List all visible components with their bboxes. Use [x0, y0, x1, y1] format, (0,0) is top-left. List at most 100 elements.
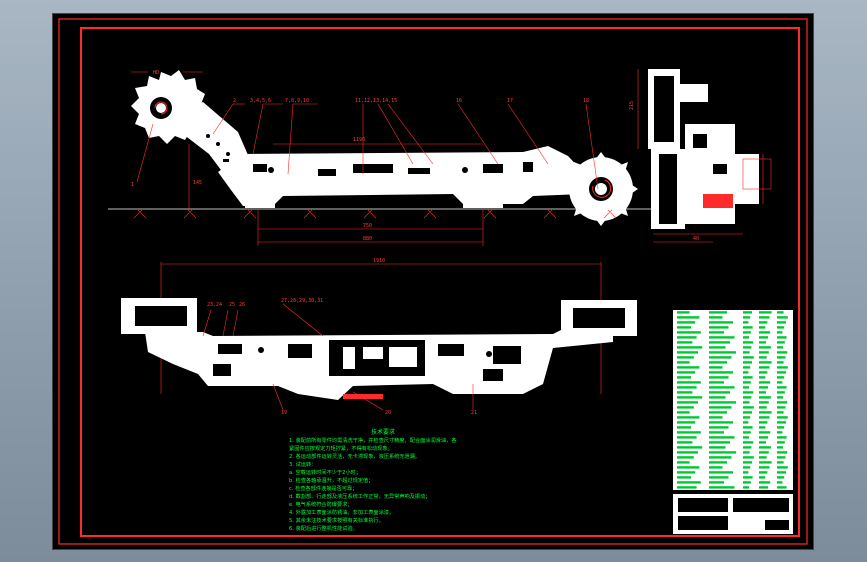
side-view: 2 3,4,5,6 7,8,9,10 11,12,13,14,15 16 17 …	[108, 70, 713, 246]
parts-list-cell	[759, 351, 769, 354]
parts-list-cell	[677, 416, 700, 419]
parts-list-cell	[759, 441, 766, 444]
parts-list-cell	[743, 481, 751, 484]
parts-list-cell	[759, 416, 770, 419]
parts-list-cell	[677, 406, 694, 409]
parts-list-cell	[743, 436, 749, 439]
parts-list-cell	[677, 401, 698, 404]
parts-list-cell	[777, 476, 785, 479]
label-2: 2	[233, 98, 236, 104]
drawing-sheet: 2 3,4,5,6 7,8,9,10 11,12,13,14,15 16 17 …	[53, 14, 813, 549]
parts-list-cell	[677, 351, 698, 354]
parts-list-cell	[677, 316, 700, 319]
parts-list-cell	[777, 331, 783, 334]
parts-list-cell	[777, 466, 788, 469]
parts-list-cell	[759, 446, 771, 449]
parts-list-cell	[709, 461, 727, 464]
parts-list-cell	[759, 321, 768, 324]
parts-list-cell	[777, 406, 786, 409]
plan-view: 1910	[121, 258, 637, 416]
dim-hd: HD	[153, 70, 159, 76]
parts-list-cell	[759, 371, 768, 374]
parts-list-cell	[759, 411, 772, 414]
parts-list-cell	[709, 371, 733, 374]
parts-list-cell	[777, 471, 786, 474]
parts-list-cell	[677, 451, 698, 454]
parts-list-cell	[777, 381, 783, 384]
parts-list-cell	[677, 466, 700, 469]
parts-list-cell	[777, 341, 785, 344]
parts-list-cell	[743, 456, 754, 459]
inner-frame	[80, 27, 800, 537]
parts-list-cell	[759, 346, 771, 349]
parts-list-cell	[759, 386, 769, 389]
parts-list-cell	[677, 486, 697, 489]
parts-list-cell	[709, 356, 732, 359]
label-19: 19	[281, 410, 287, 416]
machine-body	[218, 146, 583, 206]
parts-list-cell	[759, 341, 766, 344]
note-line-12: 6. 装配后进行整机性能试验。	[289, 524, 358, 532]
parts-list-cell	[709, 316, 723, 319]
parts-list-cell	[777, 336, 787, 339]
label-27-31: 27,28,29,30,31	[281, 298, 323, 304]
note-line-10: 4. 外露加工表面涂防锈油，非加工表面涂漆。	[289, 508, 394, 516]
parts-list-cell	[743, 336, 749, 339]
parts-list-cell	[777, 376, 785, 379]
parts-list-cell	[759, 356, 767, 359]
parts-list-cell	[777, 486, 787, 489]
parts-list-cell	[709, 341, 730, 344]
parts-list-cell	[759, 486, 769, 489]
parts-list-cell	[709, 456, 732, 459]
parts-list-cell	[677, 331, 701, 334]
parts-list-cell	[743, 461, 752, 464]
parts-list-cell	[677, 446, 703, 449]
parts-list-cell	[743, 446, 752, 449]
parts-list-cell	[777, 316, 788, 319]
side-view-labels: 2 3,4,5,6 7,8,9,10 11,12,13,14,15 16 17 …	[131, 70, 589, 242]
label-25: 25	[229, 302, 235, 308]
leaders-side	[131, 71, 599, 246]
parts-list-cell	[759, 466, 770, 469]
parts-list-cell	[709, 336, 735, 339]
parts-list-cell	[677, 441, 693, 444]
parts-list-cell	[777, 461, 784, 464]
parts-list-cell	[743, 466, 751, 469]
parts-list-cell	[677, 461, 690, 464]
end-view: 215 40	[629, 69, 772, 243]
cutting-arm	[171, 102, 251, 174]
outer-frame	[58, 18, 808, 545]
parts-list-cell	[743, 431, 751, 434]
parts-list-cell	[709, 331, 724, 334]
parts-list-cell	[759, 461, 772, 464]
parts-list-cell	[777, 431, 783, 434]
parts-list-cell	[677, 396, 703, 399]
parts-list-cell	[743, 331, 751, 334]
parts-list-cell	[677, 326, 691, 329]
parts-list-cell	[709, 376, 729, 379]
note-line-1: 1. 装配前所有零件均需清洗干净，并检查尺寸精度，配合面涂润滑油，各	[289, 436, 457, 444]
dim-1910: 1910	[373, 258, 385, 264]
label-20: 20	[385, 410, 391, 416]
parts-list-cell	[677, 391, 693, 394]
parts-list-cell	[743, 471, 749, 474]
parts-list-cell	[777, 361, 784, 364]
parts-list-cell	[777, 416, 788, 419]
crawler-pad-right	[463, 194, 503, 208]
parts-list-cell	[777, 481, 783, 484]
parts-list-cell	[777, 451, 788, 454]
notes-title: 技术要求	[371, 428, 395, 436]
parts-list	[673, 310, 793, 490]
parts-list-cell	[709, 471, 733, 474]
parts-list-cell	[709, 446, 726, 449]
parts-list-bg	[673, 310, 793, 490]
parts-list-cell	[743, 426, 753, 429]
parts-list-cell	[759, 456, 767, 459]
parts-list-cell	[743, 386, 749, 389]
parts-list-cell	[777, 446, 783, 449]
parts-list-cell	[743, 346, 752, 349]
parts-list-cell	[777, 356, 786, 359]
parts-list-cell	[743, 401, 750, 404]
parts-list-cell	[777, 346, 783, 349]
parts-list-cell	[677, 376, 691, 379]
